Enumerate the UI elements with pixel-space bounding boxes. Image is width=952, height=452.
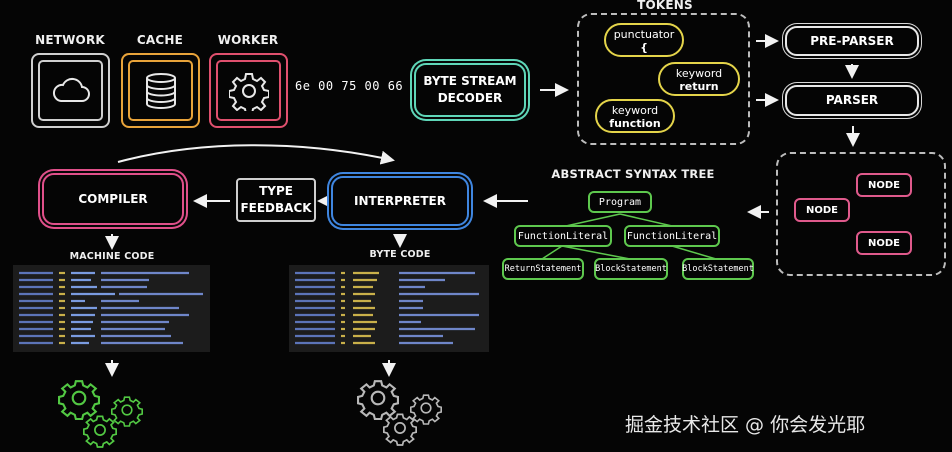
token-function-kind: keyword <box>611 104 659 117</box>
token-return-value: return <box>679 80 719 93</box>
token-punctuator-kind: punctuator <box>613 28 675 41</box>
ast-return-statement: ReturnStatement <box>502 258 584 280</box>
interpreter-box: INTERPRETER <box>331 176 469 226</box>
token-keyword-function: keyword function <box>595 99 675 133</box>
gear-icon <box>216 60 281 121</box>
node-3: NODE <box>856 231 912 255</box>
token-function-value: function <box>609 117 661 130</box>
node-1: NODE <box>856 173 912 197</box>
machine-gears-icon <box>57 380 143 448</box>
token-punctuator: punctuator { <box>604 23 684 57</box>
parser-box: PARSER <box>785 85 919 116</box>
ast-program: Program <box>588 191 652 213</box>
machine-code-lines <box>19 271 203 345</box>
type-feedback-line2: FEEDBACK <box>240 201 312 215</box>
bytecode-panel <box>289 265 489 352</box>
pre-parser-box: PRE-PARSER <box>785 26 919 56</box>
arrow-compiler-to-interpreter <box>117 144 395 165</box>
tokens-container <box>577 13 750 145</box>
token-punctuator-value: { <box>640 41 648 54</box>
bytecode-lines <box>295 271 479 345</box>
ast-connectors <box>541 213 717 260</box>
byte-code-label: BYTE CODE <box>369 249 431 260</box>
worker-label: WORKER <box>217 33 279 47</box>
network-box <box>31 53 110 128</box>
ast-block-statement-2: BlockStatement <box>682 258 754 280</box>
ast-function-literal-2: FunctionLiteral <box>624 225 720 247</box>
database-icon <box>128 60 193 121</box>
decoder-line2: DECODER <box>437 91 503 105</box>
watermark-text: 掘金技术社区 @ 你会发光耶 <box>625 414 866 436</box>
bytecode-gears-icon <box>356 380 443 446</box>
type-feedback-box: TYPE FEEDBACK <box>236 178 316 222</box>
decoder-line1: BYTE STREAM <box>423 74 517 88</box>
ast-block-statement-1: BlockStatement <box>594 258 668 280</box>
cloud-icon <box>38 60 103 121</box>
ast-function-literal-1: FunctionLiteral <box>514 225 612 247</box>
token-keyword-return: keyword return <box>658 62 740 96</box>
ast-title: ABSTRACT SYNTAX TREE <box>551 167 715 181</box>
token-return-kind: keyword <box>675 67 723 80</box>
nodes-container <box>776 152 946 276</box>
network-label: NETWORK <box>35 33 105 47</box>
worker-box <box>209 53 288 128</box>
machine-code-panel <box>13 265 210 352</box>
node-2: NODE <box>794 198 850 222</box>
hex-byte-stream: 6e 00 75 00 66 <box>295 79 404 93</box>
type-feedback-line1: TYPE <box>259 184 293 198</box>
machine-code-label: MACHINE CODE <box>69 251 155 262</box>
tokens-title: TOKENS <box>637 0 693 12</box>
cache-box <box>121 53 200 128</box>
byte-stream-decoder: BYTE STREAM DECODER <box>414 63 526 117</box>
cache-label: CACHE <box>136 33 184 47</box>
compiler-box: COMPILER <box>42 173 184 225</box>
